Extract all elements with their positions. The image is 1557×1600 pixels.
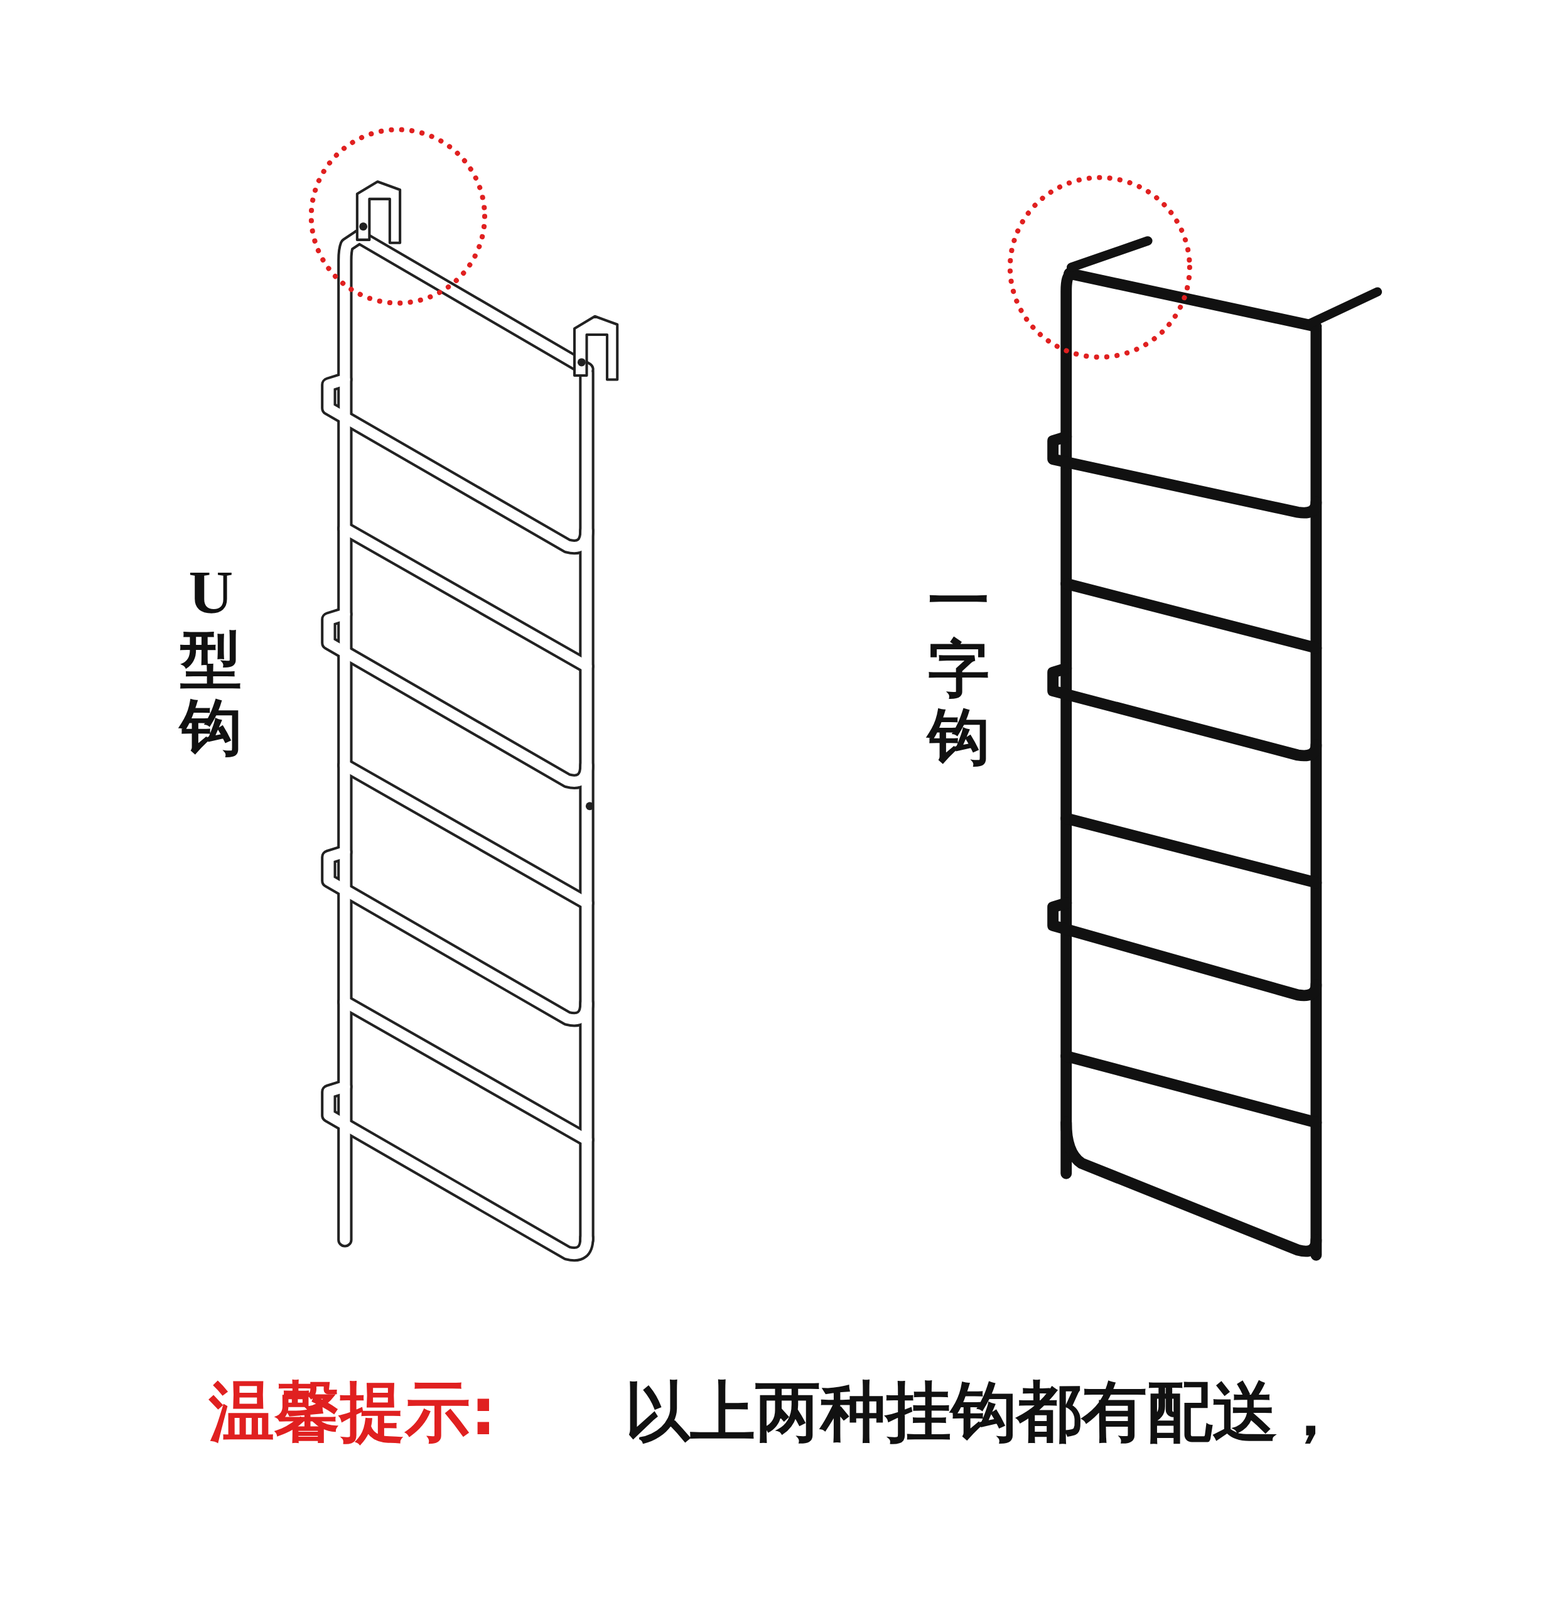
hook-type-label: U型钩 (180, 558, 242, 762)
highlight-circle (311, 129, 1190, 357)
tip-note: 以上两种挂钩都有配送， (624, 1368, 1343, 1457)
u-hook-rack (328, 181, 618, 1254)
straight-hook-rack (1052, 241, 1378, 1256)
hook-type-label: 一字钩 (927, 568, 990, 771)
tip-heading: 温馨提示: (209, 1368, 497, 1457)
